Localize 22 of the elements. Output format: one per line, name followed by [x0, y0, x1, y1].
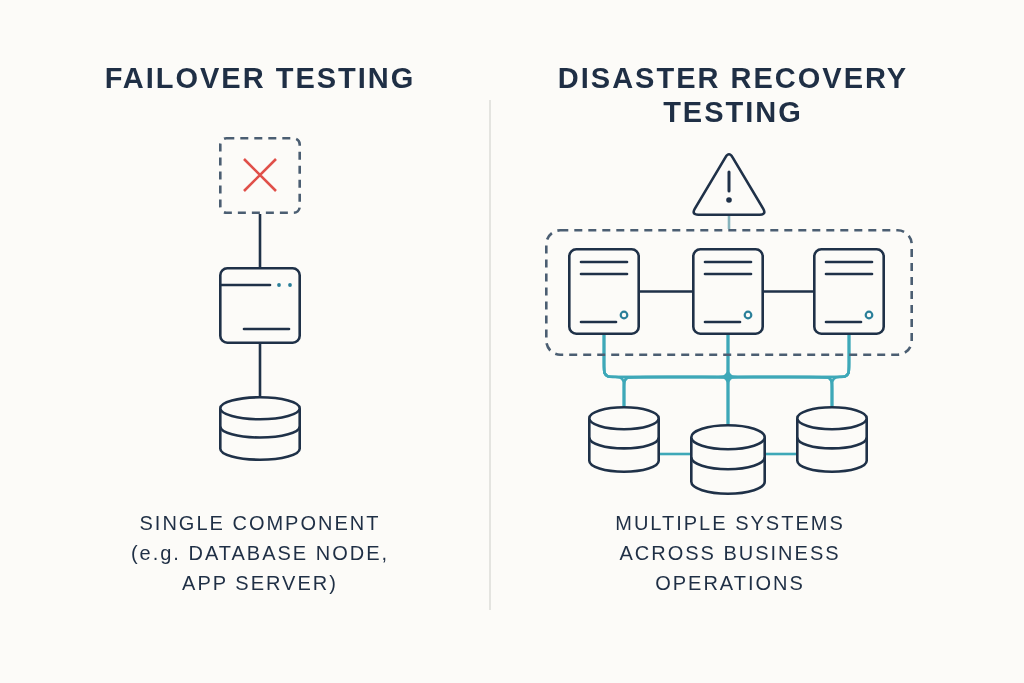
server-icon — [813, 248, 885, 335]
dashed-frame — [219, 137, 301, 214]
database-icon — [588, 406, 660, 473]
database-icon — [219, 396, 301, 461]
server-icon — [568, 248, 640, 335]
connector-line — [766, 452, 796, 456]
connector-line — [830, 335, 851, 406]
dashed-frame — [545, 229, 913, 356]
connector-line — [258, 344, 262, 396]
connector-line — [660, 452, 690, 456]
connector-line — [640, 290, 692, 293]
warning-icon — [690, 150, 768, 216]
caption: SINGLE COMPONENT (e.g. DATABASE NODE, APP SERVER) — [129, 511, 391, 596]
connector-line — [764, 290, 813, 293]
heading: FAILOVER TESTING — [103, 61, 417, 95]
connector-line — [258, 214, 262, 267]
caption: MULTIPLE SYSTEMS ACROSS BUSINESS OPERATIONS — [614, 511, 846, 596]
server-icon — [219, 267, 301, 344]
database-icon — [690, 424, 766, 495]
database-icon — [796, 406, 868, 473]
heading: DISASTER RECOVERY TESTING — [556, 61, 910, 129]
server-icon — [692, 248, 764, 335]
